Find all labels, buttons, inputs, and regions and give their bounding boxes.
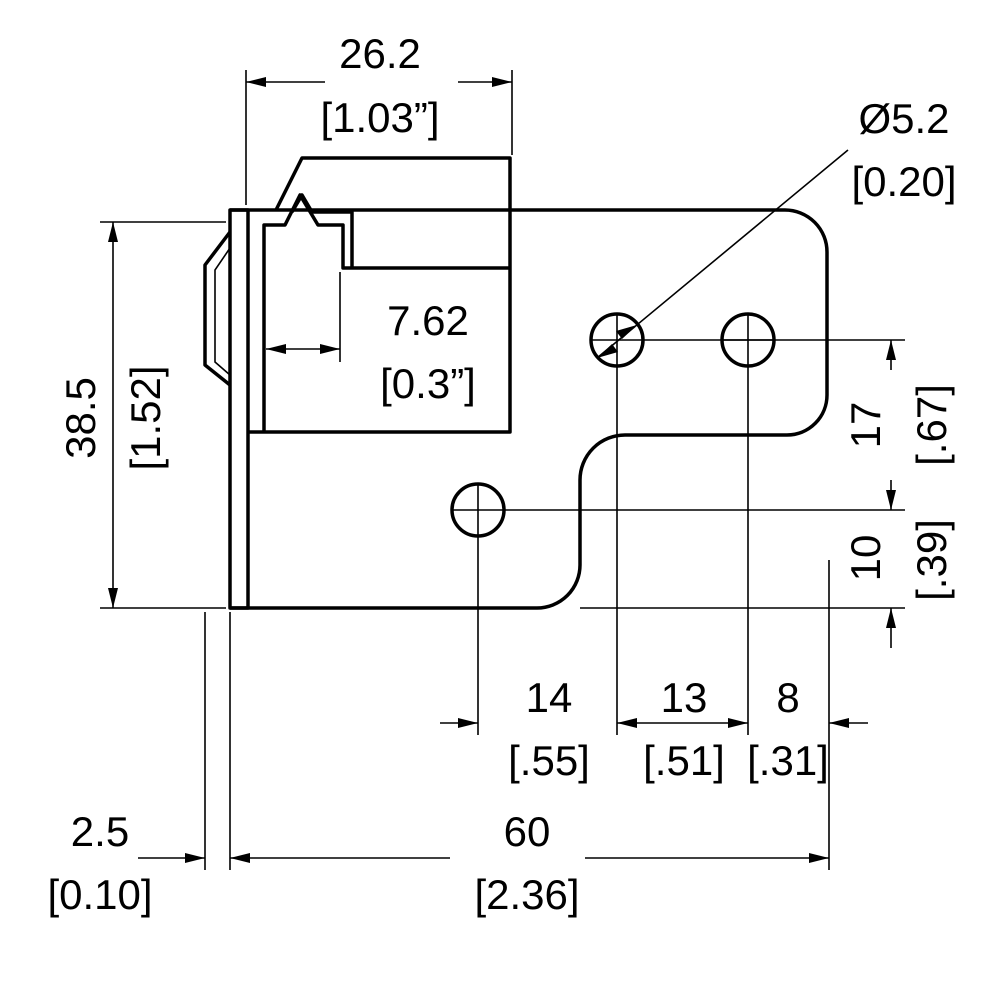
- dim-v-lower-inch: [.39]: [908, 519, 955, 601]
- dim-h13-inch: [.51]: [643, 737, 725, 784]
- latch-block: [248, 156, 512, 434]
- dim-height-left-inch: [1.52]: [122, 365, 169, 470]
- dim-h8-inch: [.31]: [747, 737, 829, 784]
- dim-h14-inch: [.55]: [508, 737, 590, 784]
- dimension-labels: 26.2 [1.03”] Ø5.2 [0.20] 7.62 [0.3”] 38.…: [47, 30, 956, 918]
- dim-thickness-inch: [0.10]: [47, 871, 152, 918]
- dim-slot-offset-inch: [0.3”]: [380, 360, 476, 407]
- dim-h13-mm: 13: [661, 674, 708, 721]
- dim-height-left-mm: 38.5: [57, 377, 104, 459]
- dim-slot-offset-mm: 7.62: [387, 297, 469, 344]
- dim-v-upper-inch: [.67]: [908, 384, 955, 466]
- dim-width-top-mm: 26.2: [339, 30, 421, 77]
- dim-overall-inch: [2.36]: [474, 871, 579, 918]
- dim-thickness-mm: 2.5: [71, 808, 129, 855]
- flange-edge: [230, 208, 250, 610]
- dimension-lines: [108, 77, 896, 863]
- dim-width-top-inch: [1.03”]: [320, 94, 439, 141]
- flange-bevel-inner: [214, 247, 231, 376]
- bracket-part: [203, 156, 829, 610]
- dim-h14-mm: 14: [526, 674, 573, 721]
- flange-bevel: [203, 230, 232, 387]
- plate-outline: [228, 208, 829, 610]
- latch-slot-inner: [290, 193, 354, 268]
- dim-overall-mm: 60: [504, 808, 551, 855]
- dim-v-lower-mm: 10: [842, 535, 889, 582]
- dim-v-upper-mm: 17: [842, 402, 889, 449]
- dim-h8-mm: 8: [776, 674, 799, 721]
- dim-hole-dia-inch: [0.20]: [851, 158, 956, 205]
- dim-hole-dia-mm: Ø5.2: [858, 95, 949, 142]
- extension-lines: [100, 70, 905, 870]
